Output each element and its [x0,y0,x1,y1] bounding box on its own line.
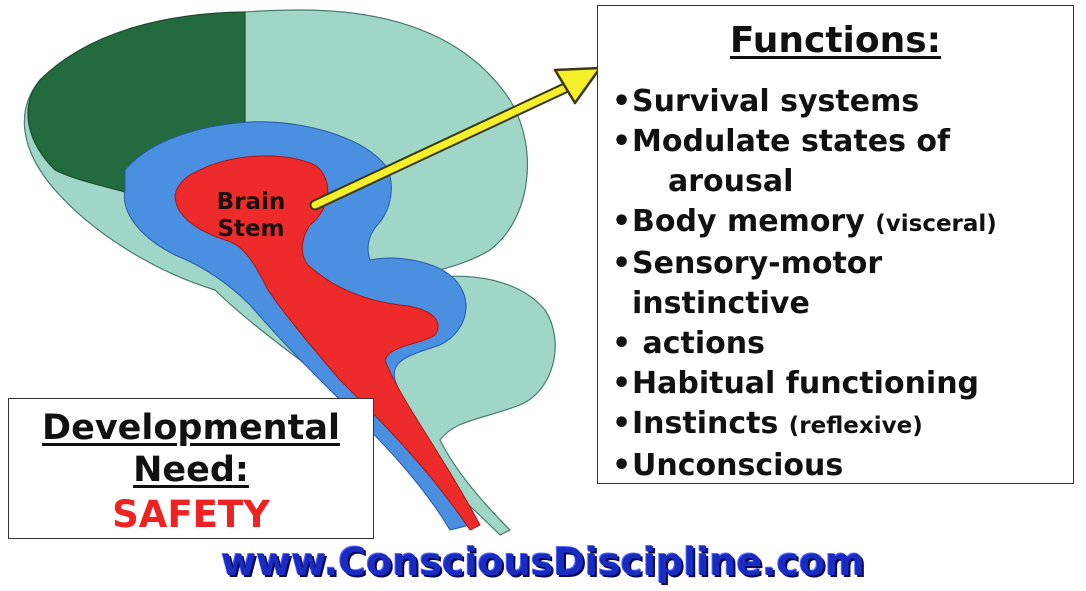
website-link[interactable]: www.ConsciousDiscipline.com [0,540,1086,584]
brain-stem-label-line1: Brain [191,188,311,216]
list-item: • actions [612,324,997,364]
functions-title: Functions: [598,20,1073,61]
functions-panel: Functions: •Survival systems •Modulate s… [597,5,1074,484]
list-item: •Modulate states of [612,122,997,162]
list-item: •Survival systems [612,82,997,122]
bullet-icon: • [612,446,632,486]
list-item: •Unconscious [612,446,997,486]
bullet-icon: • [612,364,632,404]
bullet-icon: • [612,122,632,162]
list-item: •Habitual functioning [612,364,997,404]
list-item: instinctive [612,284,997,324]
functions-list: •Survival systems •Modulate states of ar… [612,82,997,486]
bullet-icon: • [612,82,632,122]
bullet-icon: • [612,202,632,242]
developmental-need-value: SAFETY [9,494,373,536]
bullet-icon: • [612,324,632,364]
developmental-need-panel: Developmental Need: SAFETY [8,398,374,539]
bullet-icon: • [612,404,632,444]
list-item: arousal [612,162,997,202]
list-item: •Instincts (reflexive) [612,404,997,446]
bullet-icon: • [612,244,632,284]
list-item: •Body memory (visceral) [612,202,997,244]
brain-stem-label-line2: Stem [191,215,311,243]
list-item: •Sensory-motor [612,244,997,284]
developmental-title: Developmental [9,407,373,449]
developmental-need-label: Need: [9,449,373,491]
